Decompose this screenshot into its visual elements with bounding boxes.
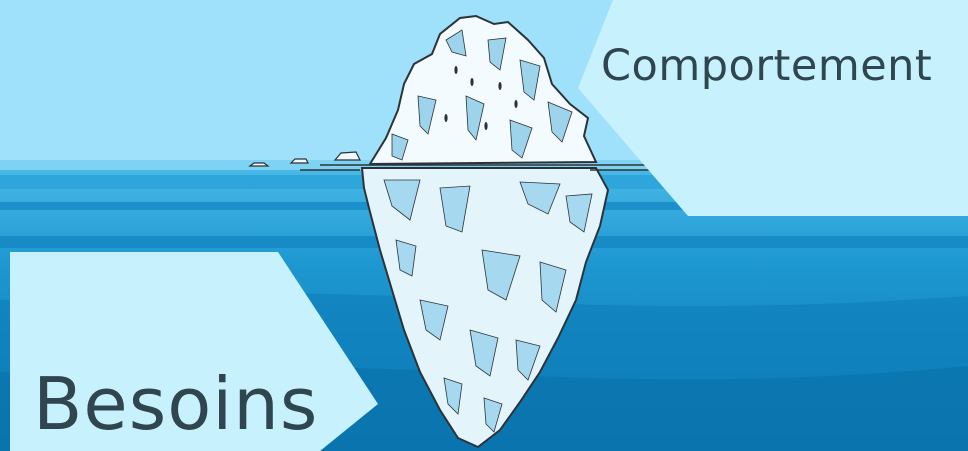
iceberg-tip — [368, 14, 598, 166]
ice-floes — [248, 151, 361, 167]
needs-label: Besoins — [33, 362, 319, 446]
iceberg-underwater — [360, 167, 610, 449]
behavior-label: Comportement — [601, 41, 933, 91]
waterline — [300, 164, 660, 171]
top-label-panel — [578, 0, 968, 216]
bottom-label-panel — [10, 252, 378, 451]
